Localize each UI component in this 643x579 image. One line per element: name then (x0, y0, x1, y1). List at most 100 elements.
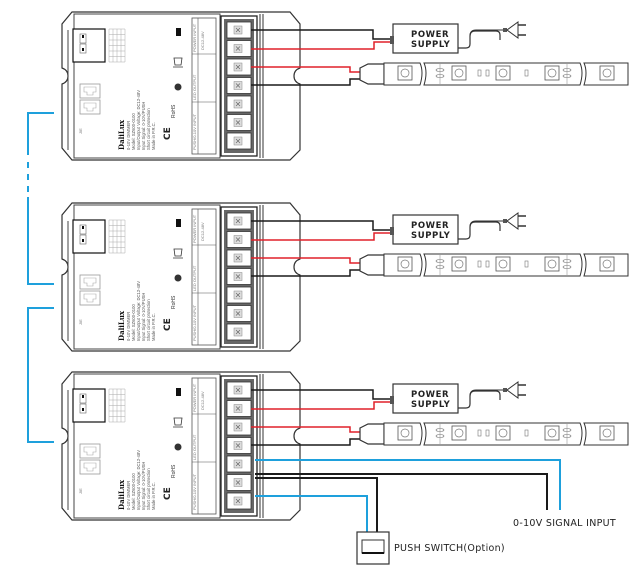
ps-positive-wire (251, 41, 392, 50)
chain-link-bottom (27, 307, 54, 443)
weee-bin-icon (173, 417, 183, 428)
plug-icon (503, 388, 507, 392)
switch-indicator-icon (176, 28, 181, 36)
led-negative-wire (251, 78, 360, 86)
spec-line: Made in P.R.C. (151, 482, 156, 510)
ps-negative-wire (251, 389, 392, 400)
terminal-block (220, 205, 264, 349)
ps-negative-wire (251, 220, 392, 231)
switch-wire-negative (255, 477, 378, 532)
mains-cord (458, 390, 501, 409)
spec-line: Short circuit protection (146, 108, 151, 150)
led-chip (599, 65, 615, 81)
cut-mark (562, 259, 572, 263)
resistor (477, 69, 482, 77)
mains-cord (458, 221, 501, 240)
svg-text:JIE: JIE (78, 319, 83, 325)
ce-mark: CE (163, 487, 173, 500)
led-strip-connector (359, 254, 385, 276)
rohs-mark: RoHS (171, 295, 177, 309)
terminal-section-label: LED OUTPUT (192, 434, 197, 460)
led-chip (397, 425, 413, 441)
output-wiring (251, 29, 392, 86)
rj45-chain-links (27, 112, 54, 443)
plug-icon (503, 28, 507, 32)
spec-line: Input Signal: 0-10V/PUSH (141, 102, 146, 150)
resistor (477, 260, 482, 268)
push-switch-label: PUSH SWITCH(Option) (394, 543, 505, 554)
mains-cord (458, 30, 501, 49)
spec-line: 0-10V DIMMER (126, 481, 131, 510)
dip-setting-table (108, 219, 126, 254)
dip-switch-box (72, 219, 106, 254)
chain-link-top (27, 112, 54, 155)
resistor (524, 429, 529, 437)
resistor (524, 69, 529, 77)
led-chip (544, 256, 560, 272)
rj45-port-icon (79, 99, 101, 115)
rj45-port-icon (79, 274, 101, 290)
cut-mark (562, 428, 572, 432)
led-chip (599, 425, 615, 441)
power-input-rating: DC12-48V (200, 222, 205, 241)
power-supply-label-line2: SUPPLY (411, 40, 451, 50)
cut-mark (562, 68, 572, 72)
spec-line: Model: SZ600-0100 (131, 304, 136, 341)
brand-logo: DaliLux (117, 310, 126, 341)
spec-line: Input/Output Voltage: DC12-48V (136, 281, 141, 341)
rj45-port-icon (79, 290, 101, 306)
ps-positive-wire (251, 401, 392, 410)
terminal-section-label: PUSH/0-10V INPUT (192, 304, 197, 341)
led-chip (495, 65, 511, 81)
cut-mark (435, 428, 445, 432)
switch-indicator-icon (176, 219, 181, 227)
led-chip (599, 256, 615, 272)
resistor (524, 260, 529, 268)
switch-wire-signal (255, 495, 368, 532)
output-wiring (251, 389, 392, 446)
ce-mark: CE (163, 127, 173, 140)
led-chip (451, 256, 467, 272)
resistor (477, 429, 482, 437)
spec-line: Short circuit protection (146, 468, 151, 510)
dip-switch-box (72, 388, 106, 423)
brand-logo: DaliLux (117, 479, 126, 510)
signal-wiring (255, 459, 561, 532)
rohs-mark: RoHS (171, 464, 177, 478)
push-switch-button (361, 539, 385, 554)
spec-line: Model: SZ600-0100 (131, 113, 136, 150)
spec-line: 0-10V DIMMER (126, 312, 131, 341)
plug-icon (503, 219, 507, 223)
terminal-block (220, 374, 264, 518)
power-input-rating: DC12-48V (200, 31, 205, 50)
led-chip (544, 65, 560, 81)
led-positive-wire (251, 257, 360, 264)
brand-logo: DaliLux (117, 119, 126, 150)
terminal-section-label: POWER INPUT (192, 214, 197, 243)
led-chip (495, 425, 511, 441)
led-positive-wire (251, 66, 360, 73)
recycle-icon (174, 83, 182, 91)
ce-mark: CE (163, 318, 173, 331)
power-supply-label-line1: POWER (411, 221, 449, 231)
push-switch (356, 531, 390, 565)
spec-line: 0-10V DIMMER (126, 121, 131, 150)
spec-line: Input/Output Voltage: DC12-48V (136, 90, 141, 150)
power-supply-label-line1: POWER (411, 390, 449, 400)
terminal-section-label: PUSH/0-10V INPUT (192, 473, 197, 510)
rj45-port-icon (79, 459, 101, 475)
cut-mark (435, 68, 445, 72)
rj45-port-icon (79, 443, 101, 459)
mains-cord-to-plug (469, 389, 504, 397)
spec-line: Short circuit protection (146, 299, 151, 341)
